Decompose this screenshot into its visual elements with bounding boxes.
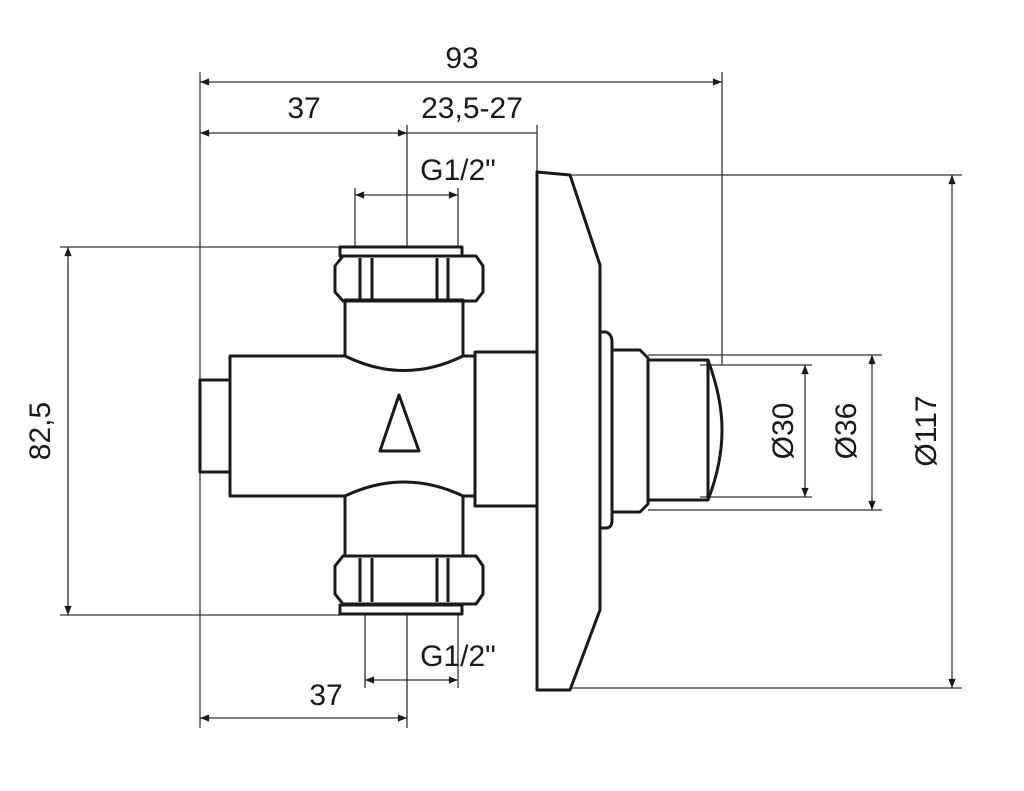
flow-triangle-icon [378,393,421,453]
dim-top-left-offset: 37 [287,92,320,125]
dim-wall-range: 23,5-27 [421,92,523,125]
dim-bottom-thread: G1/2" [420,640,496,673]
dim-button-dia-large: Ø36 [830,403,863,460]
lower-nut [333,554,485,616]
valve-body [198,298,539,558]
dim-inlet-spacing: 82,5 [24,402,57,460]
extension-lines [60,72,962,728]
push-button [600,330,724,530]
dim-top-thread: G1/2" [420,154,496,187]
wall-flange [535,170,602,692]
dim-flange-dia: Ø117 [910,395,943,466]
upper-nut [333,245,485,303]
dim-button-dia-small: Ø30 [767,403,800,460]
dimension-lines [64,78,956,722]
dim-bottom-left-offset: 37 [309,679,342,712]
dim-overall-width: 93 [445,42,478,75]
